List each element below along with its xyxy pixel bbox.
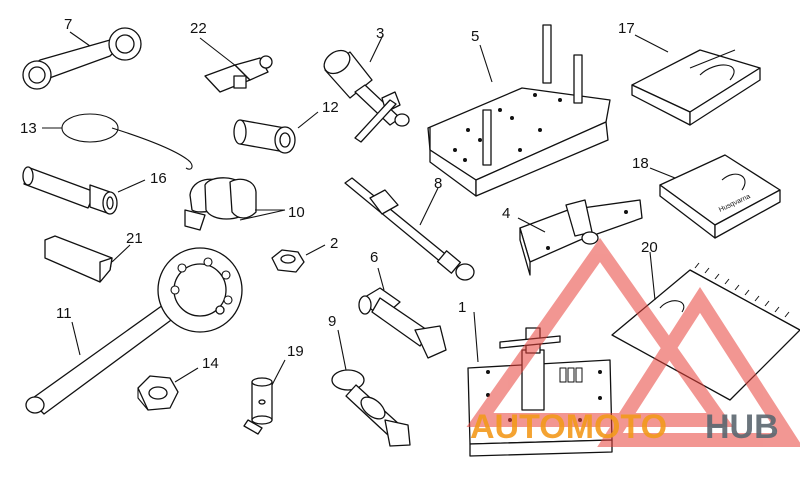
label-9: 9: [328, 313, 336, 330]
label-22: 22: [190, 20, 207, 37]
label-5: 5: [471, 28, 479, 45]
part-7-ring-spanner: [22, 27, 142, 90]
part-21-hex-bar: [44, 235, 131, 283]
part-22-key: [199, 37, 273, 93]
label-21: 21: [126, 230, 143, 247]
part-11-hook-spanner: [25, 247, 243, 415]
label-18: 18: [632, 155, 649, 172]
watermark-text-part2: HUB: [705, 408, 779, 446]
part-8-threaded-shaft: [344, 177, 475, 281]
part-5-base-plate: [427, 24, 611, 197]
label-16: 16: [150, 170, 167, 187]
label-7: 7: [64, 16, 72, 33]
part-9-puller-bolt: [331, 329, 411, 447]
part-14-nut: [137, 367, 199, 411]
label-4: 4: [502, 205, 510, 222]
label-8: 8: [434, 175, 442, 192]
label-19: 19: [287, 343, 304, 360]
watermark-logo: [466, 237, 800, 447]
label-3: 3: [376, 25, 384, 42]
label-12: 12: [322, 99, 339, 116]
part-20-notebook: [611, 251, 800, 401]
part-13-wire-hook: [42, 113, 193, 170]
part-2-nut: [271, 244, 326, 273]
part-10-split-rings: [184, 177, 286, 231]
part-17-manual: [631, 34, 761, 126]
label-10: 10: [288, 204, 305, 221]
label-2: 2: [330, 235, 338, 252]
label-6: 6: [370, 249, 378, 266]
part-4-bracket: [517, 199, 643, 276]
label-20: 20: [641, 239, 658, 256]
watermark-text-part1: AUTOMOTO: [470, 408, 667, 446]
label-1: 1: [458, 299, 466, 316]
part-18-manual: Husqvarna: [649, 154, 781, 239]
label-14: 14: [202, 355, 219, 372]
part-16-tube-wrench: [22, 166, 146, 215]
watermark-triangle-right: [597, 287, 800, 447]
part-6-bolt: [358, 267, 447, 359]
part-3-puller: [323, 34, 410, 143]
label-17: 17: [618, 20, 635, 37]
watermark-triangle-left: [466, 237, 734, 427]
label-11: 11: [56, 305, 72, 322]
label-13: 13: [20, 120, 37, 137]
part-12-sleeve: [233, 111, 319, 154]
watermark-text: AUTOMOTO HUB: [470, 408, 779, 446]
part-19-bushing: [243, 359, 286, 435]
